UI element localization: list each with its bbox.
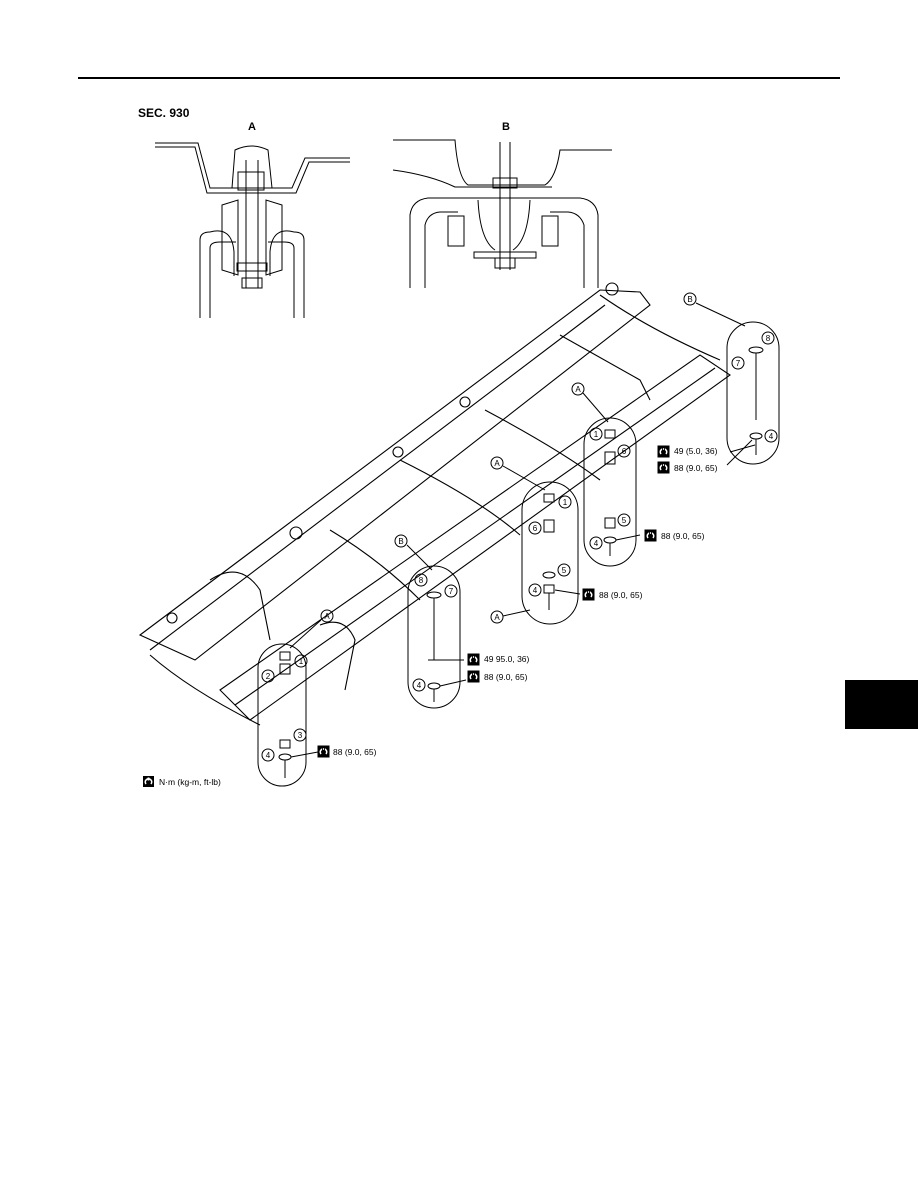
callout-letter-b: B — [398, 537, 403, 546]
detail-a-cross-section: A — [155, 121, 350, 318]
torque-rear-b-lower: 88 (9.0, 65) — [674, 463, 718, 473]
mount-callout-mid-b: B 8 7 4 49 95.0, 36) 88 (9.0, 65) — [394, 534, 530, 709]
mount-callout-mid-a: A 1 6 5 4 88 (9.0, 65) A — [490, 456, 643, 625]
callout-letter-a: A — [494, 459, 500, 468]
callout-letter-a: A — [324, 612, 330, 621]
part-number-7: 7 — [449, 587, 454, 596]
part-number-1: 1 — [563, 498, 568, 507]
torque-legend: N·m (kg-m, ft-lb) — [142, 775, 221, 788]
part-number-4: 4 — [266, 751, 271, 760]
mount-callout-front-left: A 1 2 3 4 88 (9.0, 65) — [257, 609, 377, 787]
detail-b-title: B — [502, 121, 510, 133]
part-number-2: 2 — [266, 672, 271, 681]
part-number-8: 8 — [766, 334, 771, 343]
callout-letter-b: B — [687, 295, 692, 304]
mount-callout-rear-b: B 8 7 4 49 (5.0, 36) 88 (9.0, 65) — [657, 292, 780, 474]
part-number-4: 4 — [417, 681, 422, 690]
header-rule — [78, 77, 840, 79]
part-number-3: 3 — [298, 731, 303, 740]
torque-wrench-icon — [142, 775, 155, 788]
vehicle-frame — [138, 282, 731, 726]
part-number-5: 5 — [562, 566, 567, 575]
part-number-8: 8 — [419, 576, 424, 585]
part-number-1: 1 — [299, 657, 304, 666]
detail-a-title: A — [248, 121, 256, 133]
torque-mid-b-lower: 88 (9.0, 65) — [484, 672, 528, 682]
detail-b-cross-section: B — [392, 121, 612, 288]
section-tab — [845, 680, 918, 729]
part-number-6: 6 — [533, 524, 538, 533]
mount-callout-rear-a: A 1 6 5 4 88 (9.0, 65) — [571, 382, 705, 567]
part-number-7: 7 — [736, 359, 741, 368]
part-number-4: 4 — [594, 539, 599, 548]
part-number-4: 4 — [769, 432, 774, 441]
torque-mid-b-upper: 49 95.0, 36) — [484, 654, 530, 664]
torque-mid-a: 88 (9.0, 65) — [599, 590, 643, 600]
part-number-6: 6 — [622, 447, 627, 456]
torque-units-legend: N·m (kg-m, ft-lb) — [159, 777, 221, 787]
callout-letter-a-lower: A — [494, 613, 500, 622]
part-number-4: 4 — [533, 586, 538, 595]
torque-rear-b-upper: 49 (5.0, 36) — [674, 446, 718, 456]
part-number-5: 5 — [622, 516, 627, 525]
callout-letter-a: A — [575, 385, 581, 394]
torque-rear-a: 88 (9.0, 65) — [661, 531, 705, 541]
section-number: SEC. 930 — [138, 106, 190, 120]
torque-front-left: 88 (9.0, 65) — [333, 747, 377, 757]
part-number-1: 1 — [594, 430, 599, 439]
